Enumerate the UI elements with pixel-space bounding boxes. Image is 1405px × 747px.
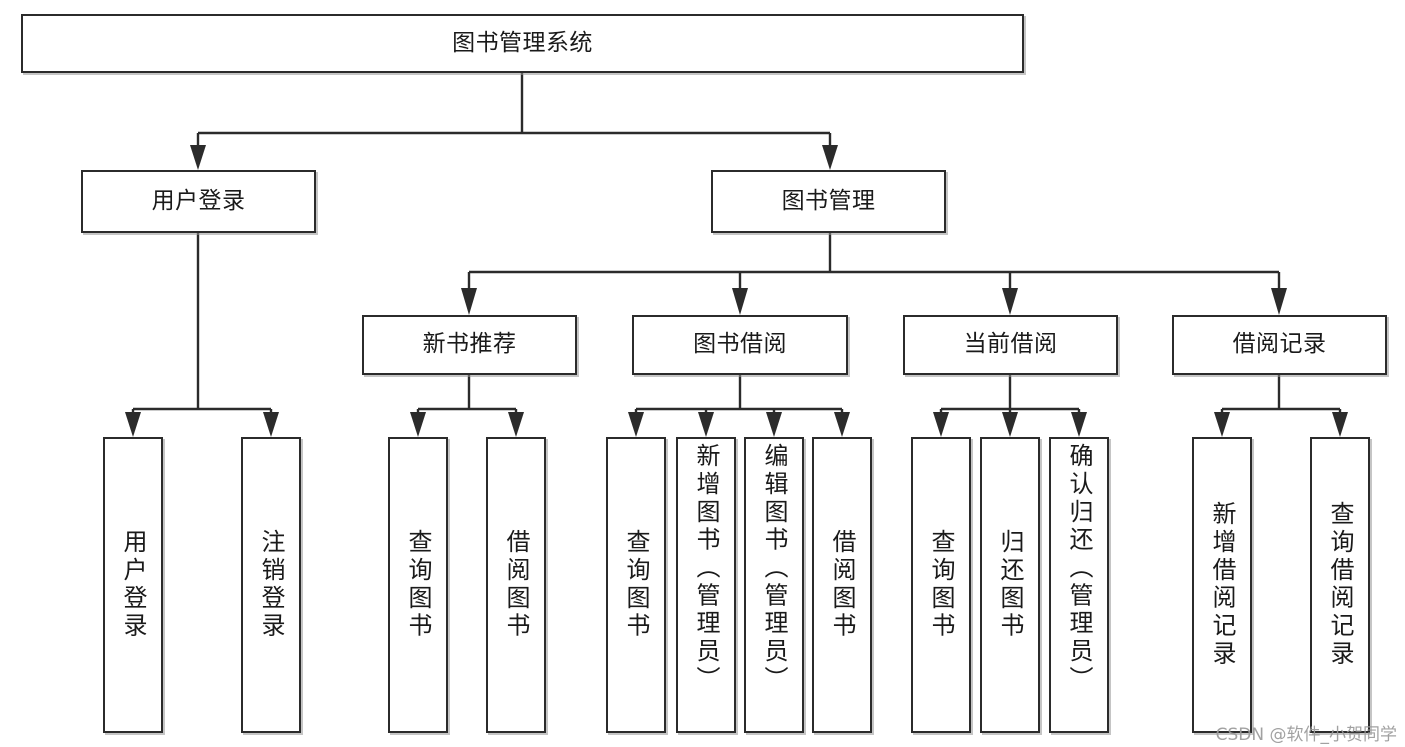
leaf-borrow-book-2-label: 借阅图书	[828, 529, 856, 641]
leaf-return-book[interactable]: 归还图书	[980, 437, 1040, 733]
leaf-query-book-3-label: 查询图书	[927, 529, 955, 641]
leaf-query-book-1-label: 查询图书	[404, 529, 432, 641]
node-borrow-record-label: 借阅记录	[1232, 331, 1327, 358]
leaf-add-record[interactable]: 新增借阅记录	[1192, 437, 1252, 733]
node-book-manage[interactable]: 图书管理	[711, 170, 946, 233]
node-new-book-recommend-label: 新书推荐	[422, 331, 517, 358]
leaf-borrow-book-1-label: 借阅图书	[502, 529, 530, 641]
leaf-borrow-book-2[interactable]: 借阅图书	[812, 437, 872, 733]
node-book-manage-label: 图书管理	[781, 187, 876, 214]
leaf-query-book-2[interactable]: 查询图书	[606, 437, 666, 733]
node-root-label: 图书管理系统	[452, 29, 593, 56]
leaf-query-record-label: 查询借阅记录	[1326, 501, 1354, 669]
leaf-add-record-label: 新增借阅记录	[1208, 501, 1236, 669]
leaf-query-book-1[interactable]: 查询图书	[388, 437, 448, 733]
leaf-logout-label: 注销登录	[257, 529, 285, 641]
leaf-edit-book-label: 编辑图书（管理员）	[760, 443, 788, 694]
node-root[interactable]: 图书管理系统	[21, 14, 1024, 73]
node-current-borrow-label: 当前借阅	[963, 331, 1058, 358]
leaf-borrow-book-1[interactable]: 借阅图书	[486, 437, 546, 733]
leaf-confirm-return[interactable]: 确认归还（管理员）	[1049, 437, 1109, 733]
node-book-borrow[interactable]: 图书借阅	[632, 315, 848, 375]
leaf-confirm-return-label: 确认归还（管理员）	[1065, 443, 1093, 694]
leaf-query-book-2-label: 查询图书	[622, 529, 650, 641]
csdn-watermark: CSDN @软件_小贺同学	[1215, 725, 1397, 745]
leaf-user-login-label: 用户登录	[119, 529, 147, 641]
leaf-add-book[interactable]: 新增图书（管理员）	[676, 437, 736, 733]
leaf-add-book-label: 新增图书（管理员）	[692, 443, 720, 694]
leaf-logout[interactable]: 注销登录	[241, 437, 301, 733]
leaf-query-book-3[interactable]: 查询图书	[911, 437, 971, 733]
node-current-borrow[interactable]: 当前借阅	[903, 315, 1118, 375]
leaf-query-record[interactable]: 查询借阅记录	[1310, 437, 1370, 733]
node-user-login[interactable]: 用户登录	[81, 170, 316, 233]
node-book-borrow-label: 图书借阅	[693, 331, 787, 358]
node-user-login-label: 用户登录	[151, 187, 246, 214]
leaf-return-book-label: 归还图书	[996, 529, 1024, 641]
leaf-user-login[interactable]: 用户登录	[103, 437, 163, 733]
leaf-edit-book[interactable]: 编辑图书（管理员）	[744, 437, 804, 733]
node-borrow-record[interactable]: 借阅记录	[1172, 315, 1387, 375]
node-new-book-recommend[interactable]: 新书推荐	[362, 315, 577, 375]
